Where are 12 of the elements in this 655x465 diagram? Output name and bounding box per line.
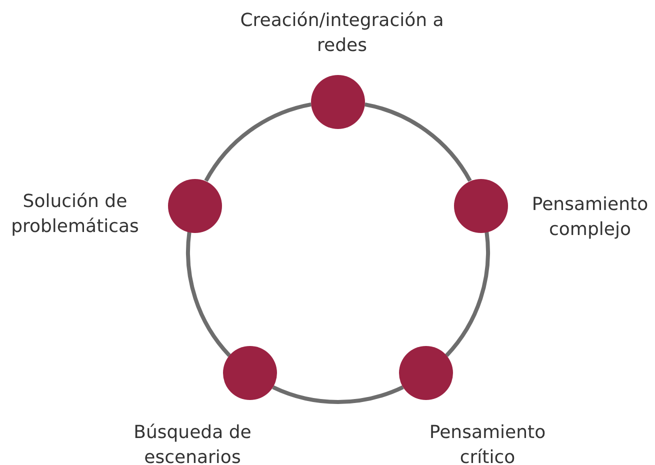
node-label: Pensamiento crítico <box>428 421 547 465</box>
ring-arc <box>272 385 404 404</box>
ring-arc <box>444 232 490 357</box>
node-label: Pensamiento complejo <box>530 193 650 242</box>
ring-arc <box>186 232 232 357</box>
ring-arc <box>364 102 472 182</box>
circle-marker <box>311 75 365 129</box>
node-label: Creación/integración a redes <box>239 9 445 58</box>
circle-marker <box>399 346 454 400</box>
node-label: Búsqueda de escenarios <box>132 421 252 465</box>
circle-marker <box>222 346 277 400</box>
node-label: Solución de problemáticas <box>10 190 140 239</box>
